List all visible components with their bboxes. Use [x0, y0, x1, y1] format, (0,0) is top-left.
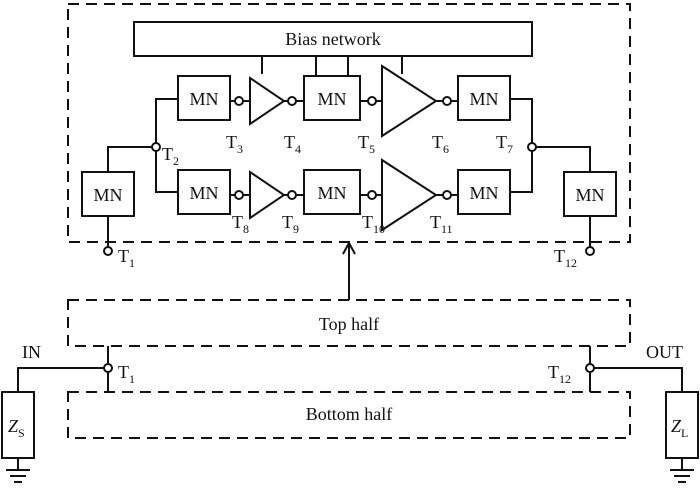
wire-combine-right [536, 146, 591, 172]
label-t9: T9 [282, 212, 299, 236]
node-t9 [287, 190, 297, 200]
label-t1-bottom: T1 [118, 362, 135, 386]
mn-upper-3-label: MN [469, 89, 498, 109]
label-t1-top: T1 [118, 246, 135, 270]
label-t12-top: T12 [554, 246, 577, 270]
node-t3 [234, 96, 244, 106]
node-t4 [287, 96, 297, 106]
bias-network-label: Bias network [285, 29, 380, 49]
top-half-block [67, 299, 631, 347]
detail-arrow-head [342, 240, 356, 255]
zs-label: ZS [8, 416, 25, 440]
source-impedance [1, 391, 35, 459]
wire-split-left [107, 146, 152, 172]
label-t10: T10 [362, 212, 385, 236]
node-t2 [151, 142, 161, 152]
label-t4: T4 [284, 132, 301, 156]
mn-lower-3-label: MN [469, 183, 498, 203]
mn-lower-1-label: MN [189, 183, 218, 203]
label-t7: T7 [496, 132, 513, 156]
in-label: IN [22, 342, 41, 362]
mn-upper-3 [457, 75, 511, 121]
label-t6: T6 [432, 132, 449, 156]
node-t5 [367, 96, 377, 106]
label-t12-bottom: T12 [548, 362, 571, 386]
wire-combine-lower [510, 151, 533, 193]
label-t3: T3 [226, 132, 243, 156]
top-half-label: Top half [319, 314, 379, 334]
mn-upper-1-label: MN [189, 89, 218, 109]
amplifier-lower-1 [249, 170, 286, 220]
ground-source [6, 458, 30, 483]
bias-network-block [133, 21, 533, 57]
mn-output [563, 171, 617, 217]
wire-split-upper [155, 98, 178, 143]
bottom-half-block [67, 391, 631, 439]
mn-upper-2-label: MN [317, 89, 346, 109]
label-t5: T5 [358, 132, 375, 156]
amplifier-upper-1 [249, 76, 286, 126]
node-t6 [442, 96, 452, 106]
mn-upper-2 [303, 75, 361, 121]
ground-load [670, 458, 694, 483]
bottom-half-label: Bottom half [306, 404, 393, 424]
node-t1-bottom [103, 363, 113, 373]
node-t12-top [585, 246, 595, 256]
amplifier-upper-2 [381, 64, 438, 138]
label-t2: T2 [162, 144, 179, 168]
wire-out [594, 367, 683, 392]
zl-label: ZL [671, 416, 688, 440]
mn-output-label: MN [575, 185, 604, 205]
node-t1-top [103, 246, 113, 256]
node-t7 [527, 142, 537, 152]
wire-split-lower [155, 151, 178, 193]
node-t12-bottom [585, 363, 595, 373]
label-t8: T8 [232, 212, 249, 236]
wire-in [17, 367, 104, 392]
amplifier-lower-2 [381, 158, 438, 232]
mn-input [81, 171, 135, 217]
mn-lower-2 [303, 169, 361, 215]
label-t11: T11 [430, 212, 453, 236]
node-t11 [442, 190, 452, 200]
wire-combine-upper [510, 98, 533, 143]
node-t8 [234, 190, 244, 200]
mn-lower-2-label: MN [317, 183, 346, 203]
mn-input-label: MN [93, 185, 122, 205]
out-label: OUT [646, 342, 683, 362]
node-t10 [367, 190, 377, 200]
